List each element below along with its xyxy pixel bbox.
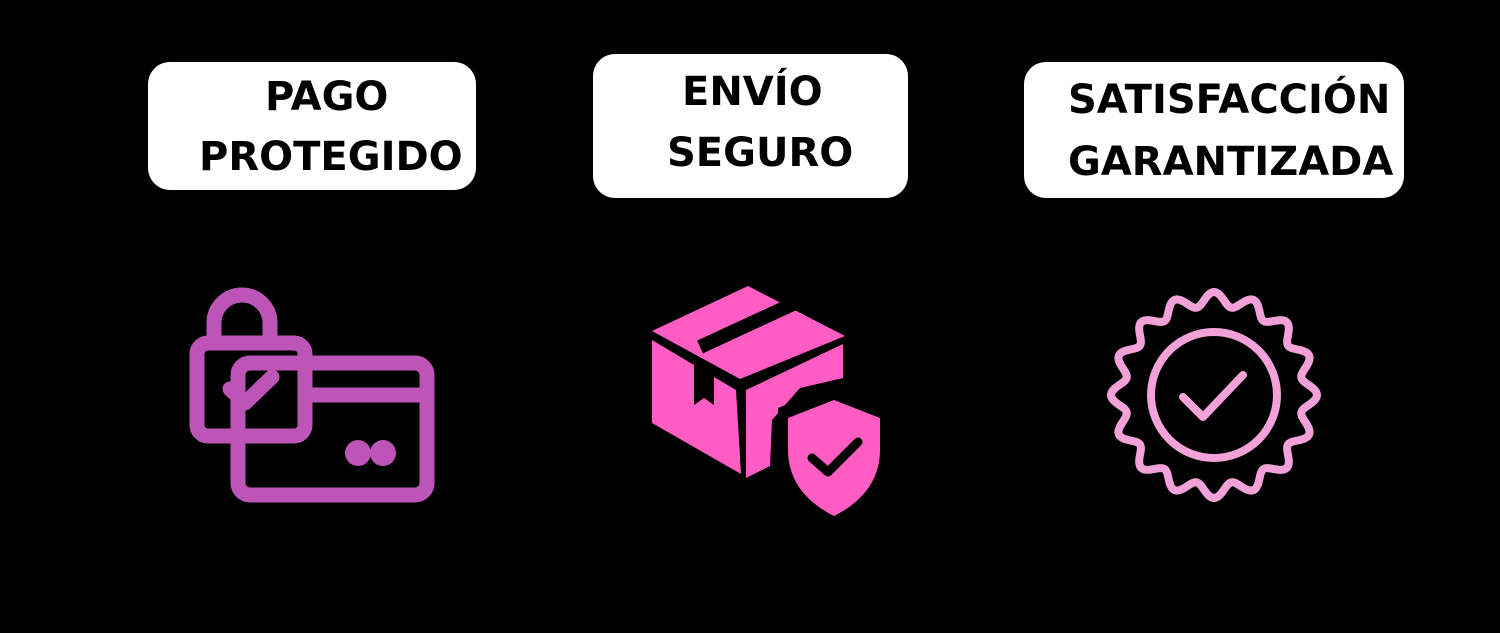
label-line-2: SEGURO — [667, 130, 854, 176]
quality-seal-icon — [1107, 288, 1321, 502]
label-line-1: PAGO — [265, 74, 389, 120]
label-line-2: PROTEGIDO — [199, 134, 463, 180]
label-satisfaccion-garantizada: SATISFACCIÓN GARANTIZADA — [1024, 62, 1404, 198]
label-line-1: SATISFACCIÓN — [1068, 77, 1391, 123]
label-envio-seguro: ENVÍO SEGURO — [593, 54, 908, 198]
package-shield-icon — [652, 286, 890, 527]
label-line-2: GARANTIZADA — [1068, 139, 1394, 185]
lock-card-icon — [189, 287, 435, 503]
label-line-1: ENVÍO — [682, 69, 823, 115]
label-pago-protegido: PAGO PROTEGIDO — [148, 62, 476, 190]
